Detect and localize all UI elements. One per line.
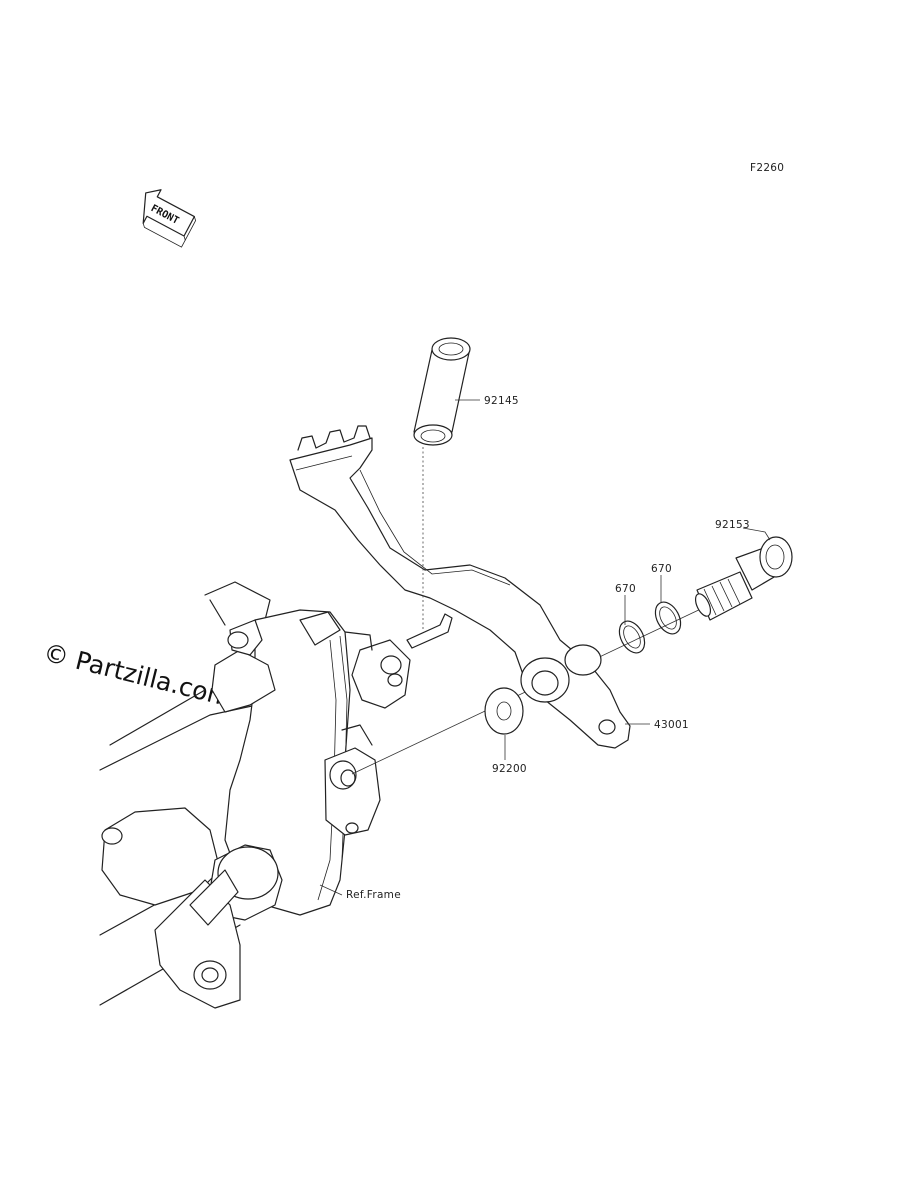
return-spring	[413, 337, 471, 630]
callout-ref-frame: Ref.Frame	[346, 889, 401, 901]
washer-92200	[484, 687, 524, 735]
callout-670-a: 670	[615, 583, 636, 595]
o-ring-670-a	[618, 620, 646, 654]
watermark: © Partzilla.com	[41, 638, 235, 713]
o-ring-670-b	[654, 601, 682, 635]
callout-92200: 92200	[492, 763, 527, 775]
callout-92153: 92153	[715, 519, 750, 531]
brake-pedal	[289, 425, 631, 749]
pivot-bolt-92153	[694, 536, 793, 621]
front-arrow-icon: FRONT	[142, 189, 197, 248]
frame-assembly	[99, 581, 411, 1009]
callout-92145: 92145	[484, 395, 519, 407]
callout-670-b: 670	[651, 563, 672, 575]
figure-code: F2260	[750, 162, 784, 174]
callout-43001: 43001	[654, 719, 689, 731]
